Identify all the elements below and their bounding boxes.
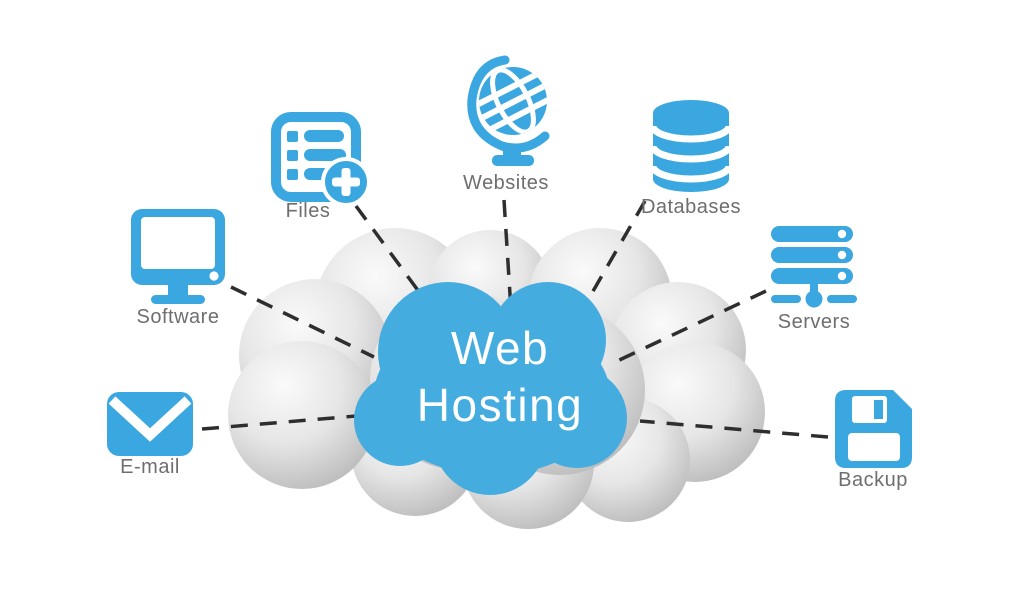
envelope-icon [107,392,193,456]
connector-backup [639,419,829,439]
globe-icon [467,55,553,166]
node-label-servers: Servers [777,311,851,333]
computer-monitor-icon [131,209,225,304]
cloud-title-line2: Hosting [416,379,584,431]
node-backup: Backup [813,390,933,491]
node-label-backup: Backup [838,469,908,491]
connector-files [354,204,438,317]
connector-software [230,285,375,359]
connector-websites [502,199,513,311]
cloud-title: Web Hosting [368,320,632,450]
files-add-icon [271,112,371,207]
node-files: Files [260,110,380,222]
node-label-files: Files [285,200,331,222]
server-rack-icon [771,226,857,308]
node-label-websites: Websites [463,172,549,194]
floppy-disk-icon [834,390,912,468]
node-databases: Databases [631,98,751,218]
node-software: Software [118,208,238,328]
node-label-software: Software [136,306,220,328]
node-email: E-mail [90,392,210,478]
node-servers: Servers [754,226,874,333]
node-label-email: E-mail [120,456,180,478]
node-label-databases: Databases [640,196,742,218]
cloud-title-line1: Web [450,322,550,374]
node-websites: Websites [446,55,566,194]
database-icon [649,100,733,192]
hosting-cloud [354,282,627,495]
